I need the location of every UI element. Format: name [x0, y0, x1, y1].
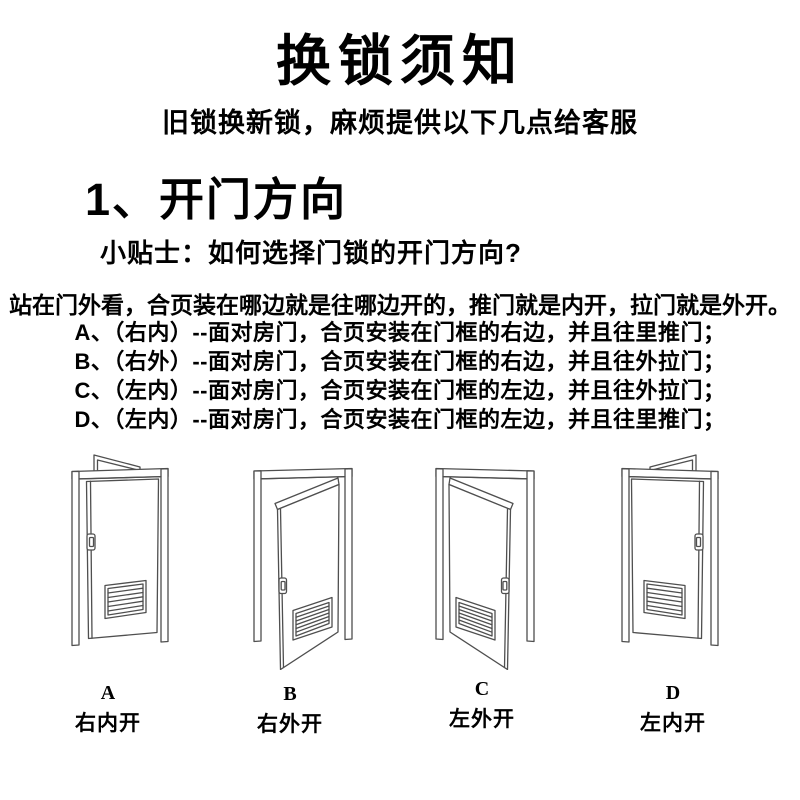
door-inward-mirrored-icon	[621, 454, 719, 647]
door-caption-a: A 右内开	[53, 683, 163, 737]
door-label-b: 右外开	[257, 713, 323, 736]
intro-line: 站在门外看，合页装在哪边就是往哪边开的，推门就是内开，拉门就是外开。	[9, 292, 791, 318]
option-line-b: B、（右外）--面对房门，合页安装在门框的右边，并且往外拉门；	[74, 349, 726, 374]
door-caption-d: D 左内开	[618, 683, 728, 737]
door-figure-d	[608, 449, 732, 653]
door-letter-d: D	[665, 682, 681, 704]
door-letter-c: C	[474, 678, 490, 700]
door-outward-icon	[253, 467, 353, 670]
door-figure-b	[238, 461, 364, 670]
page-subtitle: 旧锁换新锁，麻烦提供以下几点给客服	[162, 108, 638, 138]
door-label-c: 左外开	[449, 708, 515, 731]
door-label-a: 右内开	[75, 712, 141, 735]
door-inward-icon	[71, 454, 169, 647]
option-line-a: A、（右内）--面对房门，合页安装在门框的右边，并且往里推门；	[74, 320, 726, 345]
door-caption-b: B 右外开	[235, 684, 345, 738]
door-label-d: 左内开	[640, 712, 706, 735]
page-title: 换锁须知	[275, 30, 524, 92]
option-line-d: D、（左内）--面对房门，合页安装在门框的左边，并且往里推门；	[74, 407, 726, 432]
door-figure-c	[424, 461, 550, 670]
door-outward-mirrored-icon	[435, 467, 535, 670]
section-heading: 1、开门方向	[85, 174, 348, 225]
option-line-c: C、（左内）--面对房门，合页安装在门框的左边，并且往外拉门；	[74, 378, 726, 403]
door-letter-a: A	[100, 682, 116, 704]
door-letter-b: B	[283, 683, 297, 705]
option-list: A、（右内）--面对房门，合页安装在门框的右边，并且往里推门； B、（右外）--…	[0, 318, 800, 434]
door-figure-a	[58, 449, 182, 653]
tip-line: 小贴士：如何选择门锁的开门方向?	[100, 238, 522, 268]
door-caption-c: C 左外开	[427, 679, 537, 733]
